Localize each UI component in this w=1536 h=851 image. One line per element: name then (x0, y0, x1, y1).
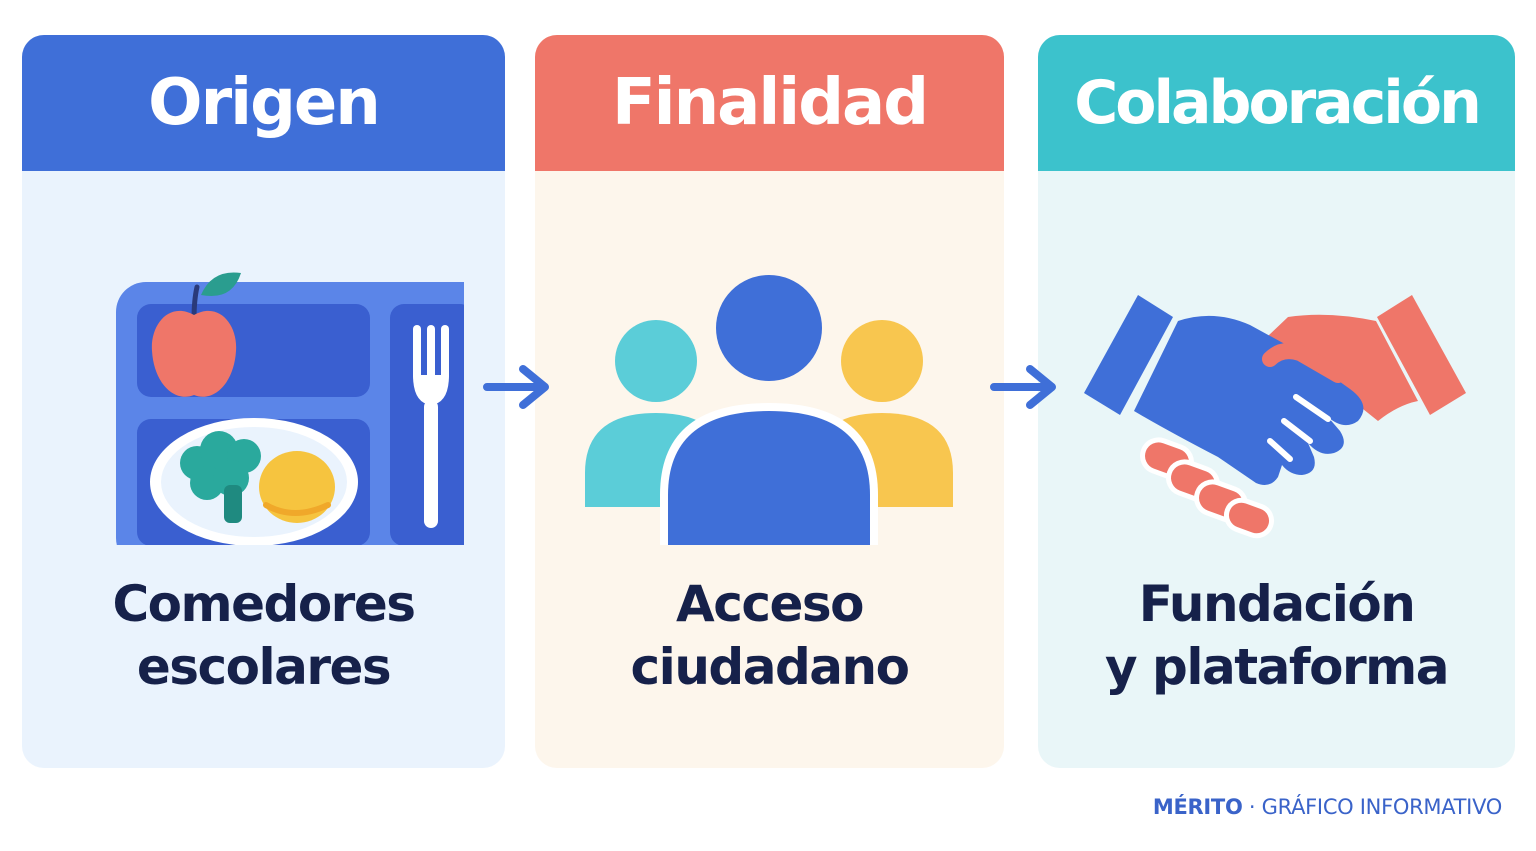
arrow-right-icon (990, 357, 1062, 421)
card-text: Comedores escolares (22, 573, 505, 699)
card-text-line: y plataforma (1105, 638, 1449, 696)
card-text-line: escolares (136, 638, 392, 696)
footer-brand: MÉRITO (1152, 795, 1243, 819)
card-header: Colaboración (1038, 35, 1515, 171)
card-title: Finalidad (611, 66, 929, 140)
card-header: Finalidad (535, 35, 1004, 171)
card-header: Origen (22, 35, 505, 171)
handshake-icon (1038, 225, 1515, 545)
people-group-icon (535, 225, 1004, 545)
card-text-line: Comedores (112, 575, 416, 633)
card-text-line: ciudadano (630, 638, 910, 696)
card-text-line: Acceso (676, 575, 865, 633)
card-origen: Origen (22, 35, 505, 768)
card-colaboracion: Colaboración Fundación y plat (1038, 35, 1515, 768)
school-lunch-tray-icon (22, 225, 505, 545)
card-text-line: Fundación (1138, 575, 1416, 633)
card-title: Origen (148, 66, 381, 140)
card-title: Colaboración (1074, 68, 1482, 138)
footer-separator: · (1248, 795, 1256, 819)
card-finalidad: Finalidad Acceso ciudadano (535, 35, 1004, 768)
arrow-right-icon (483, 357, 555, 421)
card-text: Acceso ciudadano (535, 573, 1004, 699)
footer-credit: MÉRITO · GRÁFICO INFORMATIVO (1153, 795, 1502, 819)
card-text: Fundación y plataforma (1038, 573, 1515, 699)
footer-subtitle: GRÁFICO INFORMATIVO (1261, 795, 1503, 819)
